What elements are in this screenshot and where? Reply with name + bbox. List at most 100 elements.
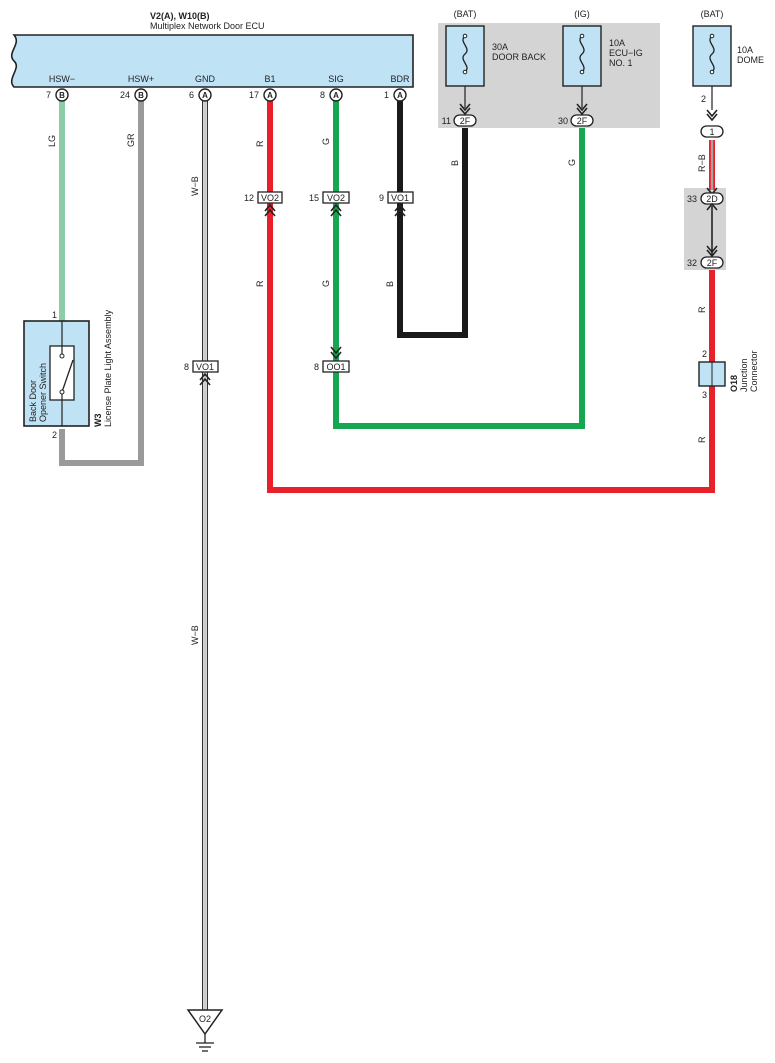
fuse-name: DOME [737,55,764,65]
fuse-rating: 10A [737,45,753,55]
fuse-source: (IG) [574,9,590,19]
svg-text:O2: O2 [199,1014,211,1024]
svg-text:11: 11 [442,116,451,126]
connector-vo1-wb: VO1 8 [184,360,219,386]
svg-text:W3: W3 [93,414,103,428]
svg-text:A: A [397,91,403,100]
ecu-terminal-label: HSW+ [128,74,154,84]
wire-color-label: R [255,280,265,287]
wire-b [397,101,468,338]
svg-text:VO2: VO2 [261,193,279,203]
svg-text:7: 7 [46,90,51,100]
svg-text:32: 32 [687,258,697,268]
junction-connector-o18: 2 3 O18 Junction Connector [698,349,759,400]
ecu-code: V2(A), W10(B) [150,11,210,21]
wire-color-label: R [697,436,707,443]
fuse-door-back: (BAT) 30A DOOR BACK 2F 11 [442,9,546,127]
connector-oo1-g: OO1 8 [314,346,350,373]
ecu-pin: B 7 [46,88,69,102]
wire-color-label: G [567,159,577,166]
svg-text:Opener Switch: Opener Switch [38,363,48,422]
svg-text:A: A [202,91,208,100]
fuse-name: ECU−IG [609,48,643,58]
wire-color-label: G [321,138,331,145]
wire-color-label: R [255,140,265,147]
connector-vo2-g: VO2 15 [309,191,350,217]
ecu-terminal-label: GND [195,74,216,84]
connector-vo2-r: VO2 12 [244,191,283,217]
svg-text:B: B [138,91,144,100]
wire-color-label: B [385,281,395,287]
svg-text:1: 1 [52,310,57,320]
svg-text:2D: 2D [706,194,718,204]
svg-text:2F: 2F [707,258,718,268]
svg-text:Back Door: Back Door [28,380,38,422]
svg-text:VO1: VO1 [196,362,214,372]
svg-text:6: 6 [189,90,194,100]
fuse-name: DOOR BACK [492,52,546,62]
svg-text:2F: 2F [460,116,471,126]
svg-text:17: 17 [249,90,259,100]
svg-text:33: 33 [687,194,697,204]
svg-text:30: 30 [558,116,568,126]
ecu-body [10,34,414,88]
svg-text:1: 1 [384,90,389,100]
svg-text:9: 9 [379,193,384,203]
ecu-terminal-label: B1 [264,74,275,84]
ground-o2: O2 [186,1009,224,1052]
svg-text:OO1: OO1 [326,362,345,372]
connector-2f-junction: 2F 32 [687,245,724,269]
svg-text:8: 8 [184,362,189,372]
wire-color-label: G [321,280,331,287]
wire-color-label: R [697,306,707,313]
ecu-name: Multiplex Network Door ECU [150,21,265,31]
wire-color-label: W−B [190,625,200,645]
fuse-dome: (BAT) 10A DOME 2 1 [692,9,764,138]
wire-color-label: R−B [697,154,707,172]
ecu-pin: A 6 [189,88,212,102]
ecu-pin: A 17 [249,88,277,102]
connector-vo1-b: VO1 9 [379,191,414,217]
wire-r [267,101,715,493]
fuse-rating: 10A [609,38,625,48]
svg-text:2: 2 [702,349,707,359]
fuse-source: (BAT) [701,9,724,19]
back-door-opener-switch: 1 2 Back Door Opener Switch W3 License P… [23,309,113,440]
svg-text:2F: 2F [577,116,588,126]
svg-text:8: 8 [314,362,319,372]
connector-2d: 2D 33 [687,187,724,211]
ecu-pin: A 1 [384,88,407,102]
svg-text:VO1: VO1 [391,193,409,203]
svg-text:2: 2 [701,94,706,104]
wire-color-label: B [450,160,460,166]
fuse-source: (BAT) [454,9,477,19]
svg-text:B: B [59,91,65,100]
wire-color-label: LG [47,135,57,147]
ecu-terminal-label: HSW− [49,74,75,84]
svg-text:8: 8 [320,90,325,100]
svg-text:Junction: Junction [739,358,749,392]
svg-text:License Plate Light Assembly: License Plate Light Assembly [103,309,113,427]
wire-g [333,101,585,429]
ecu-terminal-label: BDR [390,74,410,84]
svg-text:A: A [333,91,339,100]
fuse-rating: 30A [492,42,508,52]
svg-text:Connector: Connector [749,350,759,392]
svg-text:A: A [267,91,273,100]
svg-text:2: 2 [52,430,57,440]
svg-text:VO2: VO2 [327,193,345,203]
ecu-pin: A 8 [320,88,343,102]
wire-color-label: GR [126,133,136,147]
svg-text:12: 12 [244,193,254,203]
fuse-ecu-ig: (IG) 10A ECU−IG NO. 1 2F 30 [558,9,643,127]
svg-text:24: 24 [120,90,130,100]
svg-text:15: 15 [309,193,319,203]
fuse-name: NO. 1 [609,58,633,68]
wire-color-label: W−B [190,176,200,196]
ecu-terminal-label: SIG [328,74,344,84]
ecu-pin: B 24 [120,88,148,102]
svg-text:1: 1 [709,127,714,137]
door-ecu: V2(A), W10(B) Multiplex Network Door ECU… [10,11,414,88]
svg-text:O18: O18 [729,375,739,392]
